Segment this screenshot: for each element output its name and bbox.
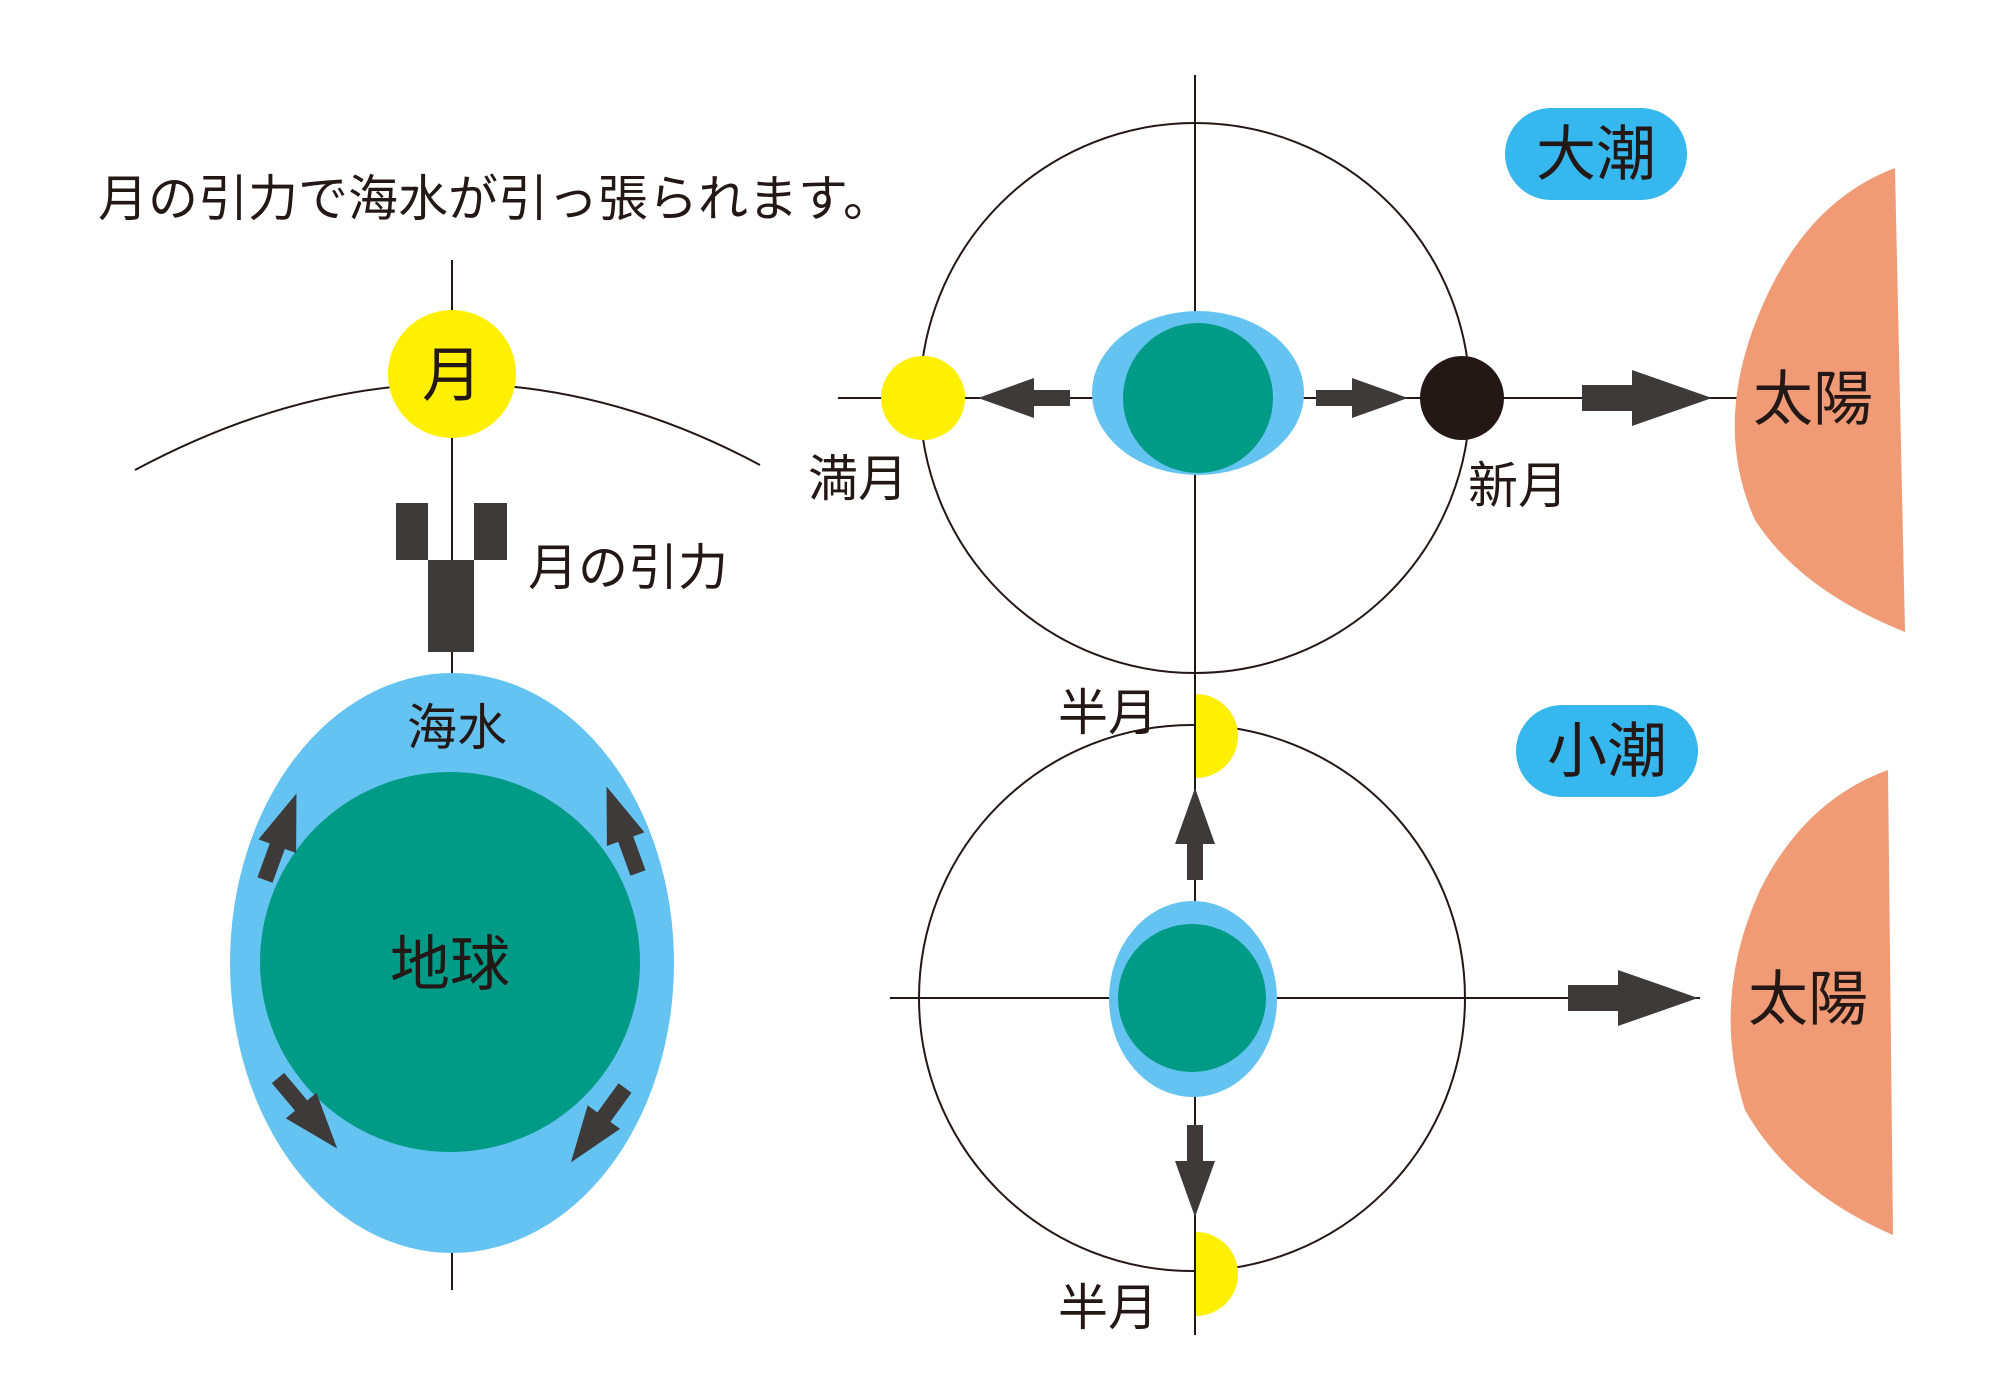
spring-sun-label: 太陽 — [1753, 365, 1873, 435]
neap-sun-arrow — [1568, 970, 1698, 1026]
half-moon-bottom — [1196, 1232, 1238, 1316]
neap-sun-label: 太陽 — [1748, 965, 1868, 1035]
caption: 月の引力で海水が引っ張られます。 — [98, 170, 893, 228]
spring-sun — [1734, 168, 1905, 632]
spring-tide-badge — [1505, 108, 1687, 200]
moon — [388, 310, 516, 438]
spring-arrow-right — [1316, 378, 1408, 418]
half-moon-top-label: 半月 — [1058, 684, 1158, 742]
neap-tide-panel: 半月 半月 太陽 小潮 — [890, 684, 1893, 1337]
neap-arrow-up — [1175, 788, 1215, 880]
neap-tide-badge — [1516, 705, 1698, 797]
earth-label: 地球 — [390, 930, 510, 1000]
spring-sun-arrow — [1582, 370, 1712, 426]
neap-orbit — [918, 724, 1466, 1272]
neap-sun — [1730, 770, 1893, 1235]
new-moon-label: 新月 — [1468, 457, 1568, 515]
moon-label: 月 — [422, 341, 482, 411]
new-moon — [1420, 356, 1504, 440]
full-moon-label: 満月 — [808, 450, 908, 508]
spring-earth — [1123, 323, 1273, 473]
spring-arrow-left — [978, 378, 1070, 418]
spring-tide-badge-label: 大潮 — [1536, 120, 1656, 190]
gravity-arrow — [396, 503, 507, 652]
gravity-label: 月の引力 — [528, 539, 728, 597]
neap-tide-badge-label: 小潮 — [1547, 717, 1667, 787]
neap-arrow-down — [1175, 1125, 1215, 1217]
full-moon — [881, 356, 965, 440]
left-panel: 月 月の引力 海水 地球 — [134, 260, 761, 1290]
neap-earth — [1118, 924, 1266, 1072]
earth — [260, 772, 640, 1152]
half-moon-bottom-label: 半月 — [1058, 1279, 1158, 1337]
spring-tide-panel: 満月 新月 太陽 大潮 — [808, 75, 1905, 1335]
half-moon-top — [1196, 694, 1238, 778]
seawater-label: 海水 — [407, 699, 507, 757]
